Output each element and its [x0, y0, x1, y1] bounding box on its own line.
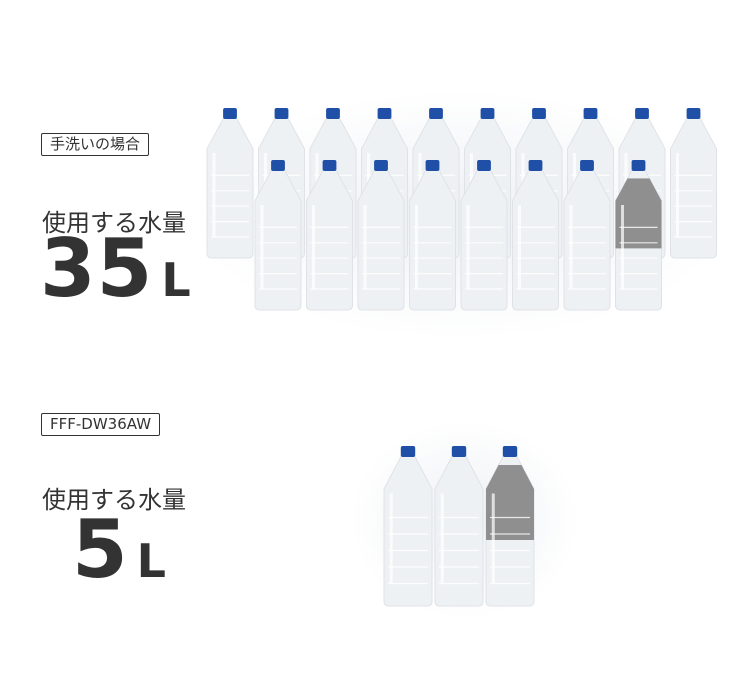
water-bottle-icon	[357, 160, 405, 311]
water-bottle-icon	[670, 108, 717, 259]
water-bottle-icon	[512, 160, 559, 311]
handwash-amount-value: 35	[40, 222, 154, 315]
handwash-amount-unit: L	[161, 253, 191, 307]
water-bottle-icon	[383, 446, 433, 607]
water-bottle-icon	[306, 160, 353, 311]
water-bottle-icon	[434, 446, 484, 607]
product-amount-value: 5	[72, 503, 129, 596]
handwash-bottles	[206, 108, 717, 311]
product-bottles	[383, 446, 535, 607]
handwash-usage-label: 使用する水量	[42, 209, 186, 237]
water-bottle-icon	[409, 160, 456, 311]
product-usage-label: 使用する水量	[42, 486, 186, 514]
handwash-tag: 手洗いの場合	[41, 133, 150, 156]
product-section: FFF-DW36AW	[0, 340, 750, 673]
water-bottle-icon	[615, 160, 662, 311]
water-bottle-icon	[485, 446, 535, 607]
water-bottle-icon	[254, 160, 302, 311]
water-bottle-icon	[563, 160, 611, 311]
product-tag: FFF-DW36AW	[41, 413, 161, 436]
water-bottle-icon	[206, 108, 254, 259]
water-bottle-icon	[460, 160, 508, 311]
product-amount-unit: L	[136, 534, 166, 588]
